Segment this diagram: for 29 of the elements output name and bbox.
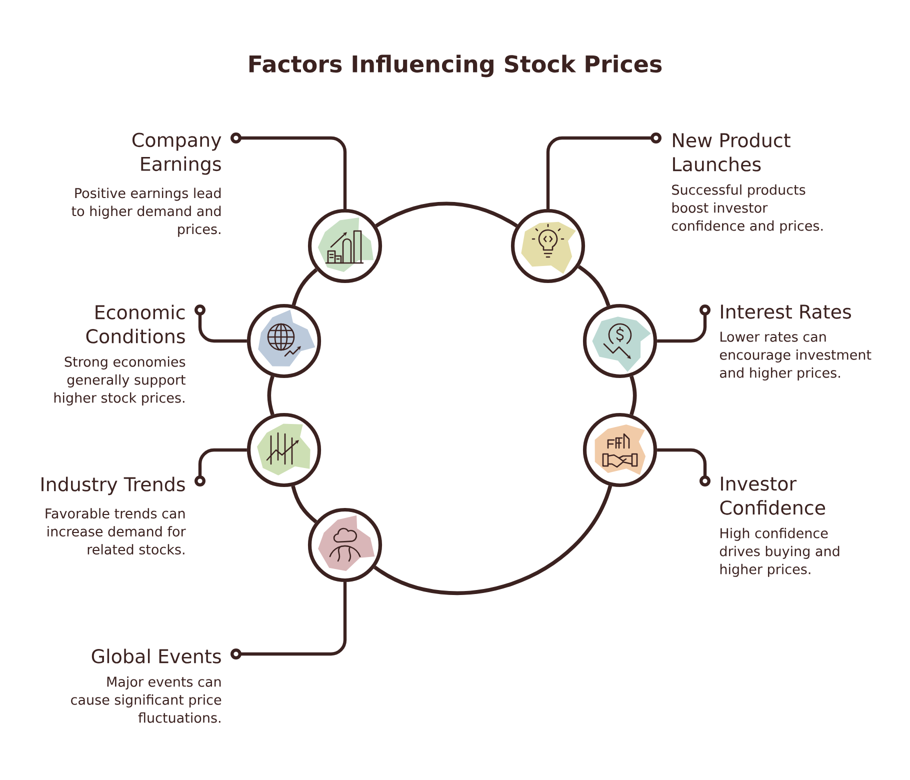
- heading: Global Events: [92, 648, 221, 664]
- description: Lower rates can encourage investment and higher prices.: [720, 332, 872, 380]
- description: Favorable trends can increase demand for related stocks.: [46, 508, 186, 555]
- connector-line: [194, 304, 247, 343]
- connector-line: [657, 304, 710, 343]
- description: Positive earnings lead to higher demand and prices.: [72, 188, 221, 237]
- heading: New Product Launches: [673, 132, 790, 172]
- ring-line: [291, 485, 318, 524]
- description: Successful products boost investor confidence and prices.: [672, 184, 823, 234]
- connector-line: [194, 448, 247, 486]
- description: Strong economies generally support higher stock prices.: [54, 356, 186, 406]
- ring-line: [292, 268, 318, 306]
- connector-line: [230, 582, 347, 660]
- description: High confidence drives buying and higher prices.: [720, 528, 840, 577]
- connector-line: [230, 132, 347, 209]
- heading: Investor Confidence: [720, 476, 826, 515]
- heading: Economic Conditions: [86, 304, 185, 344]
- description: Major events can cause significant price fluctuations.: [71, 676, 222, 723]
- ring-line: [578, 265, 610, 306]
- ring-line: [267, 376, 274, 416]
- heading: Company Earnings: [132, 132, 222, 175]
- ring-line: [630, 376, 637, 416]
- title: Factors Influencing Stock Prices: [249, 54, 662, 78]
- connector-line: [657, 448, 710, 486]
- heading: Industry Trends: [42, 476, 185, 496]
- ring-line: [375, 202, 518, 228]
- ring-line: [374, 485, 612, 595]
- heading: Interest Rates: [721, 304, 851, 319]
- connector-line: [546, 132, 662, 209]
